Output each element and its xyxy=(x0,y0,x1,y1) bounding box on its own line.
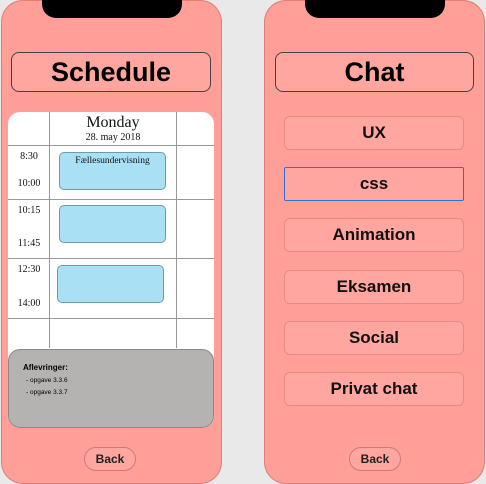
chat-channel-css[interactable]: css xyxy=(284,167,464,201)
event-block[interactable]: Fællesundervisning xyxy=(59,152,166,190)
chat-channel-animation[interactable]: Animation xyxy=(284,218,464,252)
phone-notch xyxy=(304,0,445,18)
assignments-title: Aflevringer: xyxy=(23,363,68,372)
slot-end-time: 11:45 xyxy=(17,238,41,249)
slot-start-time: 10:15 xyxy=(17,205,41,216)
page-title: Schedule xyxy=(11,52,211,92)
grid-line xyxy=(8,318,214,319)
chat-channel-social[interactable]: Social xyxy=(284,321,464,355)
grid-line xyxy=(176,112,177,348)
day-date: 28. may 2018 xyxy=(85,132,141,143)
assignment-item: - opgave 3.3.7 xyxy=(26,389,68,396)
grid-line xyxy=(8,145,214,146)
day-name: Monday xyxy=(86,114,140,131)
chat-channel-eksamen[interactable]: Eksamen xyxy=(284,270,464,304)
page-title: Chat xyxy=(275,52,474,92)
grid-line xyxy=(49,112,50,348)
assignment-item: - opgave 3.3.6 xyxy=(26,377,68,384)
schedule-calendar: Monday 28. may 2018 8:30 10:00 10:15 11:… xyxy=(8,112,214,428)
day-header: Monday 28. may 2018 xyxy=(50,114,176,144)
chat-phone-screen: Chat UX css Animation Eksamen Social Pri… xyxy=(264,0,485,484)
schedule-phone-screen: Schedule Monday 28. may 2018 8:30 10:00 … xyxy=(1,0,222,484)
back-button[interactable]: Back xyxy=(84,447,136,471)
chat-channel-privat-chat[interactable]: Privat chat xyxy=(284,372,464,406)
chat-channel-ux[interactable]: UX xyxy=(284,116,464,150)
phone-notch xyxy=(41,0,182,18)
slot-end-time: 14:00 xyxy=(17,298,41,309)
event-block[interactable] xyxy=(59,205,166,243)
slot-start-time: 8:30 xyxy=(20,151,38,162)
slot-start-time: 12:30 xyxy=(17,264,41,275)
event-block[interactable] xyxy=(57,265,164,303)
grid-line xyxy=(8,199,214,200)
grid-line xyxy=(8,258,214,259)
assignments-panel: Aflevringer: - opgave 3.3.6 - opgave 3.3… xyxy=(8,349,214,428)
back-button[interactable]: Back xyxy=(349,447,401,471)
slot-end-time: 10:00 xyxy=(17,178,41,189)
